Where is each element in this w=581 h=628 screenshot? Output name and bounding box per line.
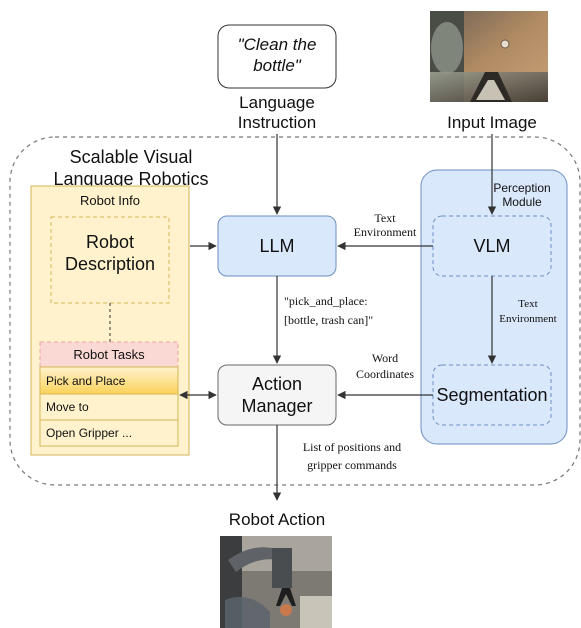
instruction-quote-line1: "Clean the xyxy=(238,35,317,54)
robot-action-image xyxy=(220,536,332,628)
system-title-line1: Scalable Visual xyxy=(70,147,193,167)
system-boundary xyxy=(9,136,581,486)
robot-description-box xyxy=(50,216,170,304)
edge-label-seg-am-line1: Word xyxy=(372,351,398,365)
action-manager-label-line2: Manager xyxy=(241,396,312,416)
edge-label-vlm-seg-line2: Environment xyxy=(499,313,556,325)
instruction-label-line1: Language xyxy=(239,93,315,112)
edge-label-vlm-llm-line1: Text xyxy=(374,211,396,225)
robot-tasks-title: Robot Tasks xyxy=(73,347,145,362)
llm-label: LLM xyxy=(259,236,294,256)
input-image-label: Input Image xyxy=(447,113,537,132)
edge-label-am-action-line1: List of positions and xyxy=(303,440,401,454)
edge-label-vlm-llm-line2: Environment xyxy=(354,225,417,239)
task-label-move-to: Move to xyxy=(46,400,89,414)
perception-title-line2: Module xyxy=(502,195,542,209)
task-label-open-gripper: Open Gripper ... xyxy=(46,426,132,440)
robot-description-line2: Description xyxy=(65,254,155,274)
robot-tasks-header xyxy=(39,341,179,368)
action-manager-label-line1: Action xyxy=(252,374,302,394)
system-title-line2: Language Robotics xyxy=(53,169,208,189)
task-row-pick-and-place[interactable] xyxy=(39,366,179,395)
instruction-bubble xyxy=(217,24,337,89)
edge-label-llm-am-line1: "pick_and_place: xyxy=(284,294,368,308)
perception-title-line1: Perception xyxy=(493,181,550,195)
instruction-label-line2: Instruction xyxy=(238,113,316,132)
input-image xyxy=(430,11,548,102)
segmentation-label: Segmentation xyxy=(436,385,547,405)
task-row-move-to[interactable] xyxy=(39,393,179,421)
robot-info-title: Robot Info xyxy=(80,193,140,208)
vlm-label: VLM xyxy=(473,236,510,256)
edge-label-am-action-line2: gripper commands xyxy=(307,458,397,472)
edge-label-seg-am-line2: Coordinates xyxy=(356,367,414,381)
task-label-pick-and-place: Pick and Place xyxy=(46,374,126,388)
segmentation-box xyxy=(432,364,552,426)
edge-label-llm-am-line2: [bottle, trash can]" xyxy=(284,313,373,327)
instruction-quote-line2: bottle" xyxy=(253,56,302,75)
robot-action-label: Robot Action xyxy=(229,510,325,529)
robot-description-line1: Robot xyxy=(86,232,134,252)
edge-label-vlm-seg-line1: Text xyxy=(518,298,537,310)
task-row-open-gripper[interactable] xyxy=(39,419,179,447)
